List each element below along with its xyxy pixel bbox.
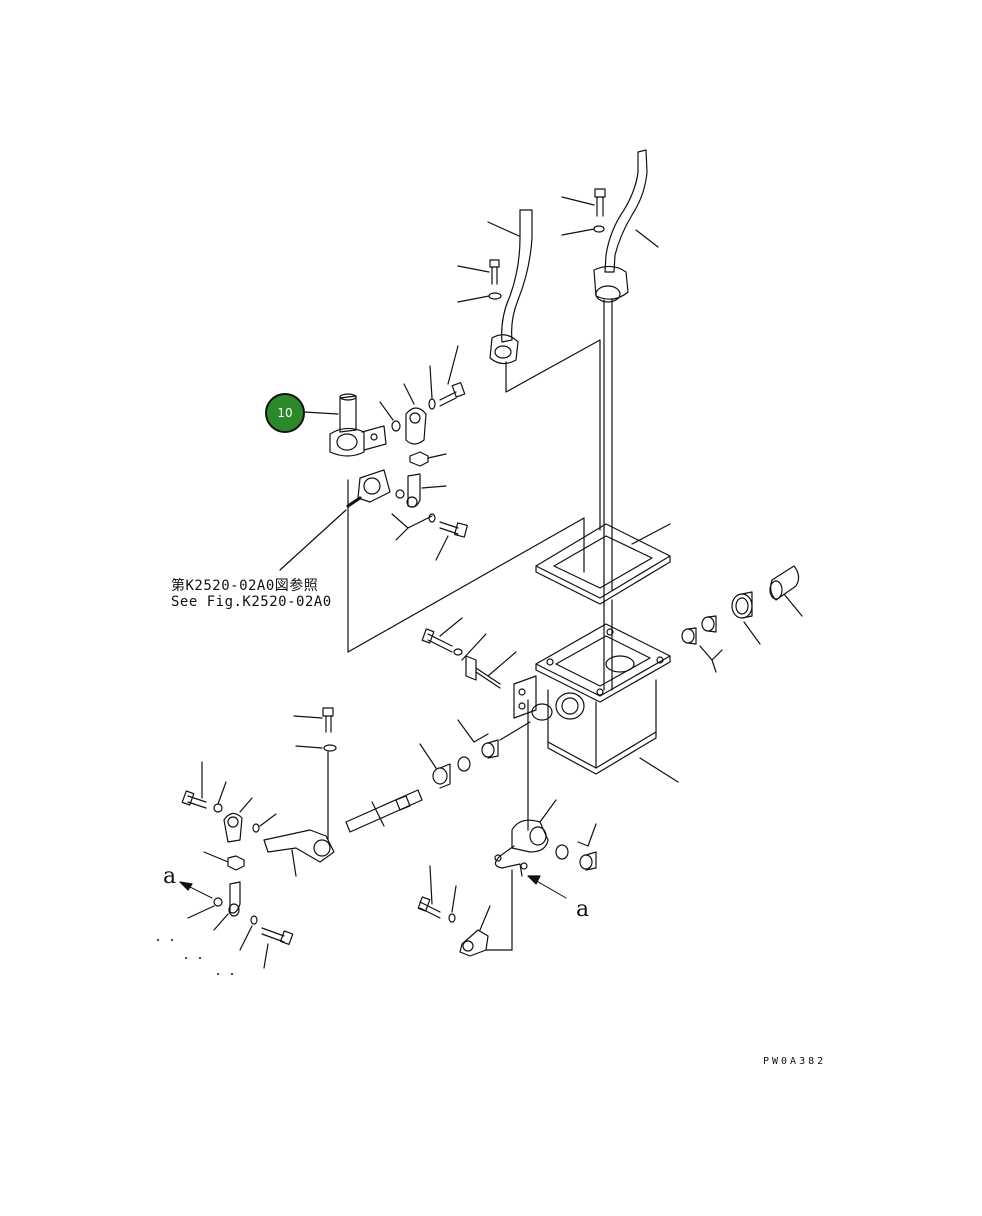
reference-note-jp: 第K2520-02A0図参照 (171, 578, 319, 594)
center-lower-arm (417, 699, 597, 957)
housing-box (535, 599, 679, 783)
callout-number: 10 (277, 406, 293, 420)
leader-dots (157, 939, 233, 975)
lever-10-assembly (303, 345, 466, 467)
view-label-a-left: a (163, 864, 177, 889)
reference-note-en: See Fig.K2520-02A0 (171, 594, 332, 610)
left-lever (457, 209, 601, 531)
left-rod-ends (179, 761, 294, 969)
center-bracket (421, 617, 585, 721)
view-label-a-right: a (576, 897, 590, 922)
callout-badge-10: 10 (265, 393, 305, 433)
gasket-upper (535, 523, 671, 605)
shaft-assembly (345, 719, 531, 833)
right-bushings (681, 565, 803, 673)
drawing-number: PW0A382 (763, 1056, 827, 1067)
right-lever (593, 149, 648, 606)
clamp-joint (279, 469, 585, 653)
bolt-top-right (561, 188, 659, 248)
lower-lever-arm (263, 707, 337, 877)
